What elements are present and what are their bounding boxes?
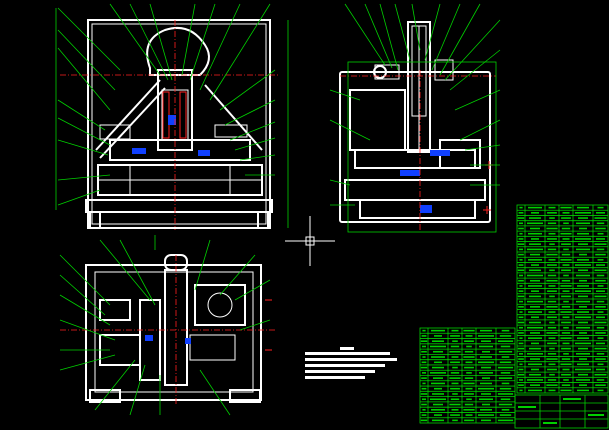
top-outer bbox=[85, 264, 262, 401]
top-leaders bbox=[59, 239, 271, 416]
front-strut-left bbox=[95, 79, 161, 151]
top-foot-right bbox=[229, 389, 261, 403]
side-leaders bbox=[329, 3, 501, 206]
top-foot-left bbox=[89, 389, 121, 403]
side-base bbox=[344, 179, 486, 201]
front-foot-left bbox=[89, 211, 101, 229]
front-frame-inner bbox=[91, 23, 267, 225]
side-right-bracket bbox=[434, 59, 454, 81]
top-right-gear bbox=[207, 292, 233, 318]
front-blue-section-1 bbox=[132, 148, 146, 154]
front-foot-right bbox=[257, 211, 269, 229]
front-frame-outline bbox=[87, 19, 271, 229]
top-blue-section-2 bbox=[185, 338, 191, 344]
front-red-part-2 bbox=[179, 91, 187, 139]
side-blue-section-2 bbox=[400, 170, 420, 176]
title-block bbox=[514, 394, 609, 429]
parts-list-upper bbox=[516, 204, 609, 394]
front-blue-section-2 bbox=[198, 150, 210, 156]
front-leaders-top bbox=[109, 3, 271, 101]
side-base-lower bbox=[359, 199, 476, 219]
top-view[interactable] bbox=[59, 235, 275, 416]
front-view[interactable] bbox=[55, 3, 289, 230]
side-mid-beam bbox=[354, 149, 476, 169]
side-view[interactable] bbox=[329, 3, 501, 233]
top-inner bbox=[94, 271, 254, 393]
front-strut-right bbox=[204, 84, 263, 151]
side-blue-section-1 bbox=[430, 150, 450, 156]
side-outer bbox=[339, 71, 491, 223]
parts-list-lower bbox=[419, 327, 516, 424]
front-base-plate bbox=[85, 199, 273, 213]
front-leaders-right bbox=[219, 69, 276, 176]
front-mechanism bbox=[109, 139, 251, 161]
top-right-motor bbox=[194, 284, 246, 326]
technical-notes-block bbox=[305, 347, 397, 379]
side-pulley bbox=[373, 65, 387, 79]
crosshair-cursor[interactable] bbox=[285, 216, 335, 266]
front-blue-section-3 bbox=[168, 115, 176, 125]
side-column bbox=[407, 21, 431, 153]
top-right-block-2 bbox=[189, 334, 236, 361]
side-blue-section-3 bbox=[420, 205, 432, 213]
top-blue-section-1 bbox=[145, 335, 153, 341]
top-left-block bbox=[99, 299, 131, 321]
front-leaders-left bbox=[55, 7, 121, 210]
front-motor-left bbox=[99, 124, 131, 140]
side-dim-frame bbox=[347, 61, 497, 233]
front-motor-right bbox=[214, 124, 248, 138]
